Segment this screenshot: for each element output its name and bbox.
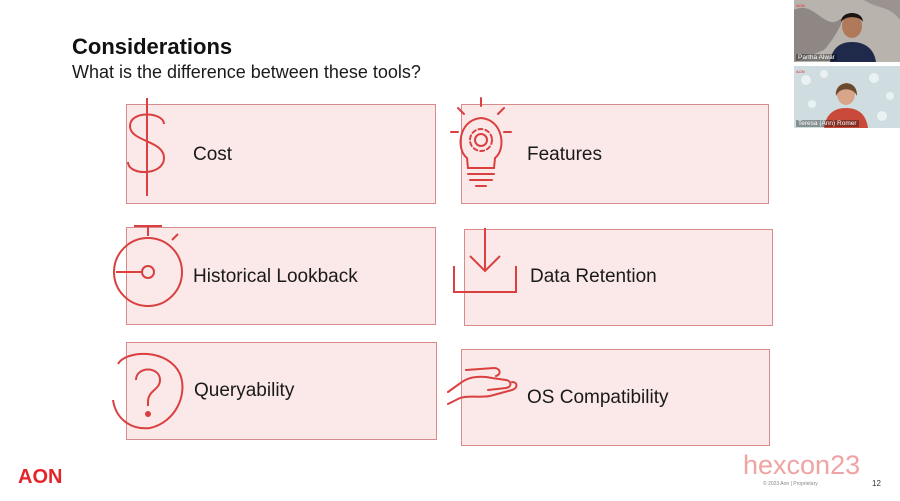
participant-video-tile[interactable]: AON Partha Alwar: [794, 0, 900, 62]
card-label-os-compatibility: OS Compatibility: [527, 387, 669, 408]
card-historical-lookback: [126, 227, 436, 325]
copyright-footnote: © 2023 Aon | Proprietary: [763, 481, 818, 487]
card-label-features: Features: [527, 144, 602, 165]
card-label-queryability: Queryability: [194, 380, 295, 401]
participant-video-tile[interactable]: AON Teresa (Ann) Romer: [794, 66, 900, 128]
card-label-historical-lookback: Historical Lookback: [193, 266, 358, 287]
participant-badge: AON: [796, 3, 805, 8]
participant-name: Teresa (Ann) Romer: [796, 120, 859, 127]
card-queryability: [126, 342, 437, 440]
slide-subtitle: What is the difference between these too…: [72, 62, 421, 82]
card-features: [461, 104, 769, 204]
hand-icon: [447, 366, 518, 405]
participant-video: [794, 0, 900, 62]
aon-logo: AON: [18, 466, 63, 488]
participant-video: [794, 66, 900, 128]
event-logo: hexcon23: [743, 450, 861, 480]
card-label-cost: Cost: [193, 144, 233, 165]
dollar-icon: [127, 98, 166, 196]
lightbulb-gear-icon: [450, 97, 512, 187]
participant-badge: AON: [796, 69, 805, 74]
stopwatch-icon: [113, 225, 183, 307]
slide-title: Considerations: [72, 34, 233, 59]
card-label-data-retention: Data Retention: [530, 266, 657, 287]
card-os-compatibility: [461, 349, 770, 446]
participant-name: Partha Alwar: [796, 54, 837, 61]
card-cost: [126, 104, 436, 204]
page-number: 12: [872, 479, 881, 488]
question-mark-icon: [112, 352, 184, 430]
download-tray-icon: [453, 228, 517, 293]
